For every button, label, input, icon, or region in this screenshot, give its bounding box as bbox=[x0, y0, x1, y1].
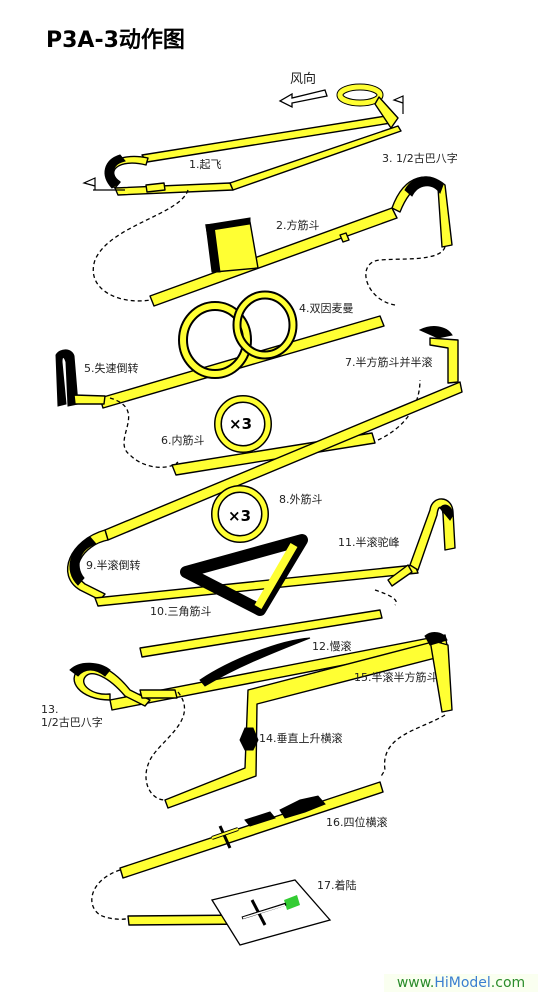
maneuver-label-17: 17.着陆 bbox=[317, 879, 357, 892]
maneuver-label-9: 9.半滚倒转 bbox=[86, 559, 141, 572]
maneuver-label-11: 11.半滚驼峰 bbox=[338, 536, 400, 549]
connector-15-16 bbox=[379, 714, 446, 779]
maneuver-label-1: 1.起飞 bbox=[189, 158, 222, 171]
maneuver-2-3-path bbox=[149, 176, 453, 307]
connector-1-2 bbox=[92, 189, 189, 302]
maneuver-11-path bbox=[387, 498, 456, 587]
maneuver-9-path bbox=[66, 529, 419, 607]
maneuver-label-6: 6.内筋斗 bbox=[161, 434, 205, 447]
maneuver-label-2: 2.方筋斗 bbox=[276, 219, 320, 232]
page-title: P3A-3动作图 bbox=[46, 28, 185, 53]
maneuver-label-13-text: 1/2古巴八字 bbox=[41, 716, 103, 729]
maneuver-label-16: 16.四位横滚 bbox=[326, 816, 388, 829]
watermark-prefix: www. bbox=[396, 975, 435, 991]
maneuver-label-12: 12.慢滚 bbox=[312, 640, 352, 653]
connector-6-7 bbox=[377, 379, 421, 441]
maneuver-label-10: 10.三角筋斗 bbox=[150, 605, 212, 618]
maneuver-label-3: 3. 1/2古巴八字 bbox=[382, 152, 458, 165]
maneuver-16-path bbox=[119, 781, 384, 879]
wind-arrow-icon bbox=[278, 89, 328, 109]
maneuver-label-5: 5.失速倒转 bbox=[84, 362, 139, 375]
inner-loop-repeat-mark: ×3 bbox=[229, 415, 253, 433]
maneuver-14-15-path bbox=[164, 632, 453, 809]
connector-11-12 bbox=[374, 589, 397, 606]
landing-airplane-icon bbox=[241, 899, 287, 926]
watermark-brand: HiModel bbox=[434, 975, 491, 991]
maneuver-4-path bbox=[99, 290, 385, 409]
maneuver-label-13-number: 13. bbox=[41, 703, 59, 716]
maneuver-label-14: 14.垂直上升横滚 bbox=[259, 732, 343, 745]
watermark-suffix: .com bbox=[490, 975, 526, 991]
airplane-icon bbox=[211, 825, 239, 849]
maneuver-5-path bbox=[55, 326, 459, 407]
maneuver-label-4: 4.双因麦曼 bbox=[299, 302, 354, 315]
connector-5-6 bbox=[109, 397, 179, 468]
wind-direction-label: 风向 bbox=[290, 72, 317, 87]
maneuver-10-path bbox=[139, 534, 383, 658]
outer-loop-repeat-mark: ×3 bbox=[228, 507, 252, 525]
maneuver-17-path bbox=[127, 879, 332, 946]
maneuver-13-path bbox=[69, 662, 178, 707]
site-watermark[interactable]: www.HiModel.com bbox=[384, 974, 538, 992]
maneuver-label-15: 15.半滚半方筋斗 bbox=[354, 671, 438, 684]
maneuver-1-takeoff-path bbox=[82, 83, 404, 196]
connector-13-14 bbox=[145, 691, 186, 801]
maneuver-8-path bbox=[104, 381, 463, 543]
connector-3-4 bbox=[365, 246, 446, 306]
connector-16-17 bbox=[91, 869, 131, 920]
maneuver-label-8: 8.外筋斗 bbox=[279, 493, 323, 506]
maneuver-label-7: 7.半方筋斗并半滚 bbox=[345, 356, 433, 369]
